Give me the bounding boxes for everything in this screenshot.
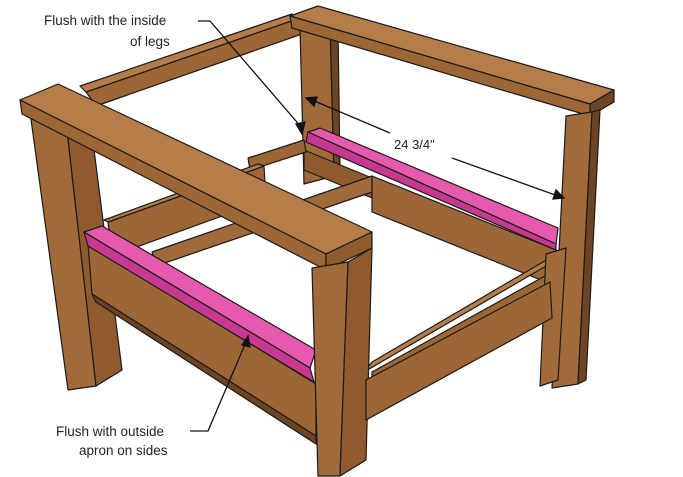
leader-outside-apron-arrowhead: [240, 334, 251, 348]
label-inside-legs-line2: of legs: [130, 34, 170, 49]
label-dimension: 24 3/4": [394, 137, 435, 152]
dimension-line-left: [311, 99, 391, 134]
front-right-leg-small: [539, 247, 567, 387]
back-right-leg-side: [577, 109, 601, 385]
pink-cleat-right-side[interactable]: [305, 131, 557, 251]
left-side-apron-bottom: [91, 293, 317, 445]
pink-cleat-left-side[interactable]: [83, 231, 315, 383]
label-outside-apron-line2: apron on sides: [79, 443, 168, 458]
leader-inside-legs-arrowhead: [294, 121, 306, 136]
dimension-arrow-right: [552, 188, 566, 200]
label-inside-legs-line1: Flush with the inside: [44, 13, 167, 28]
front-right-leg-side: [339, 247, 373, 477]
front-lower-apron: [365, 281, 553, 421]
back-top-rail-left: [85, 17, 303, 107]
leader-inside-legs: [198, 20, 303, 129]
label-outside-apron-line1: Flush with outside: [56, 424, 165, 439]
leader-outside-apron: [190, 341, 247, 432]
middle-support: [247, 139, 307, 171]
dimension-line-right: [451, 157, 559, 197]
dimension-arrow-left: [304, 96, 318, 108]
